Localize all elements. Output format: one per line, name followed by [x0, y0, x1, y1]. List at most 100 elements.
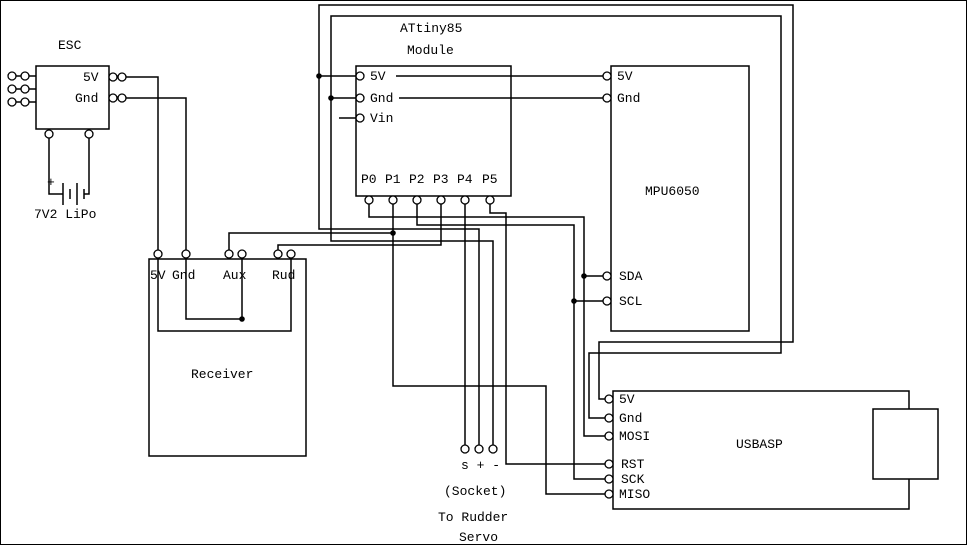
component-boxes [35, 65, 939, 510]
usbasp-gnd-label: Gnd [619, 411, 643, 426]
attiny-p2-label: P2 [409, 172, 425, 187]
usbasp-gnd-pin [604, 413, 614, 423]
usbasp-rst-pin [604, 459, 614, 469]
receiver-rud-pin [286, 249, 296, 259]
mpu-gnd-pin [602, 93, 612, 103]
wire-p0-sda [368, 204, 603, 277]
battery-label: 7V2 LiPo [34, 207, 97, 222]
wire-p0-mosi [583, 276, 605, 437]
attiny-p4-pin [460, 195, 470, 205]
junction-dots [239, 73, 587, 322]
receiver-5v-pin [153, 249, 163, 259]
attiny-title-line2: Module [407, 43, 454, 58]
esc-gnd-label: Gnd [75, 91, 99, 106]
attiny-p4-label: P4 [457, 172, 473, 187]
usbasp-miso-pin [604, 489, 614, 499]
attiny-p3-label: P3 [433, 172, 449, 187]
junction-dot [239, 316, 245, 322]
esc-gnd-pin [117, 93, 127, 103]
attiny-5v-pin [355, 71, 365, 81]
wires-group [9, 4, 794, 495]
attiny-box [355, 65, 512, 197]
socket-caption-to: To Rudder [438, 510, 509, 525]
wire-p3-rud [277, 204, 442, 250]
esc-left-pin [20, 71, 30, 81]
mpu-5v-label: 5V [617, 69, 633, 84]
usb-connector-box [872, 408, 939, 480]
attiny-p5-pin [485, 195, 495, 205]
wire-5v-socket-branch [318, 76, 480, 445]
attiny-p0-pin [364, 195, 374, 205]
wire-p2-scl [416, 204, 603, 302]
mpu-5v-pin [602, 71, 612, 81]
socket-caption: (Socket) [444, 484, 507, 499]
usbasp-title: USBASP [736, 437, 783, 452]
receiver-aux-pin [237, 249, 247, 259]
esc-left-pin [20, 97, 30, 107]
socket-minus-pin [488, 444, 498, 454]
esc-title: ESC [58, 38, 82, 53]
receiver-box [148, 258, 307, 457]
attiny-p0-label: P0 [361, 172, 377, 187]
pin-circles [7, 71, 614, 499]
wire-p5-rst [489, 204, 605, 465]
usbasp-mosi-label: MOSI [619, 429, 651, 444]
attiny-gnd-pin [355, 93, 365, 103]
esc-left-pin [20, 84, 30, 94]
receiver-gnd-pin [181, 249, 191, 259]
receiver-title: Receiver [191, 367, 254, 382]
attiny-p3-pin [436, 195, 446, 205]
receiver-aux-pin [224, 249, 234, 259]
esc-batt-pin [44, 129, 54, 139]
receiver-gnd-label: Gnd [172, 268, 196, 283]
attiny-5v-label: 5V [370, 69, 386, 84]
usbasp-5v-pin [604, 394, 614, 404]
mpu6050-box [610, 65, 750, 332]
mpu-gnd-label: Gnd [617, 91, 641, 106]
mpu-scl-label: SCL [619, 294, 643, 309]
wire-battery-left [48, 138, 63, 195]
esc-left-pin [7, 84, 17, 94]
receiver-5v-label: 5V [150, 268, 166, 283]
attiny-p1-label: P1 [385, 172, 401, 187]
usbasp-rst-label: RST [621, 457, 645, 472]
usbasp-sck-label: SCK [621, 472, 645, 487]
usbasp-mosi-pin [604, 431, 614, 441]
attiny-p5-label: P5 [482, 172, 498, 187]
esc-5v-pin [108, 72, 118, 82]
wire-p1-miso [392, 233, 605, 495]
receiver-aux-label: Aux [223, 268, 247, 283]
junction-dot [316, 73, 322, 79]
esc-left-pin [7, 97, 17, 107]
wire-battery-right [84, 138, 90, 195]
wire-receiver-5v-rud2 [157, 258, 292, 332]
socket-plus-pin [474, 444, 484, 454]
esc-5v-pin [117, 72, 127, 82]
attiny-vin-label: Vin [370, 111, 394, 126]
usbasp-5v-label: 5V [619, 392, 635, 407]
mpu-sda-label: SDA [619, 269, 643, 284]
attiny-p2-pin [412, 195, 422, 205]
wire-5v-top-route [318, 4, 794, 400]
attiny-gnd-label: Gnd [370, 91, 394, 106]
wire-escgnd-receiver [126, 97, 187, 250]
mpu-sda-pin [602, 271, 612, 281]
esc-5v-label: 5V [83, 70, 99, 85]
junction-dot [581, 273, 587, 279]
socket-caption-servo: Servo [459, 530, 499, 545]
junction-dot [390, 230, 396, 236]
receiver-rud-label: Rud [272, 268, 296, 283]
junction-dot [328, 95, 334, 101]
esc-batt-pin [84, 129, 94, 139]
wire-esc5v-receiver [126, 76, 159, 250]
wire-receiver-gnd-aux2 [185, 258, 243, 320]
attiny-vin-pin [355, 113, 365, 123]
attiny-title-line1: ATtiny85 [400, 21, 463, 36]
wire-gnd-socket-branch [330, 98, 494, 445]
wire-p1-aux [228, 204, 394, 250]
esc-left-pin [7, 71, 17, 81]
socket-pins-label: s + - [461, 458, 501, 473]
esc-gnd-pin [108, 93, 118, 103]
